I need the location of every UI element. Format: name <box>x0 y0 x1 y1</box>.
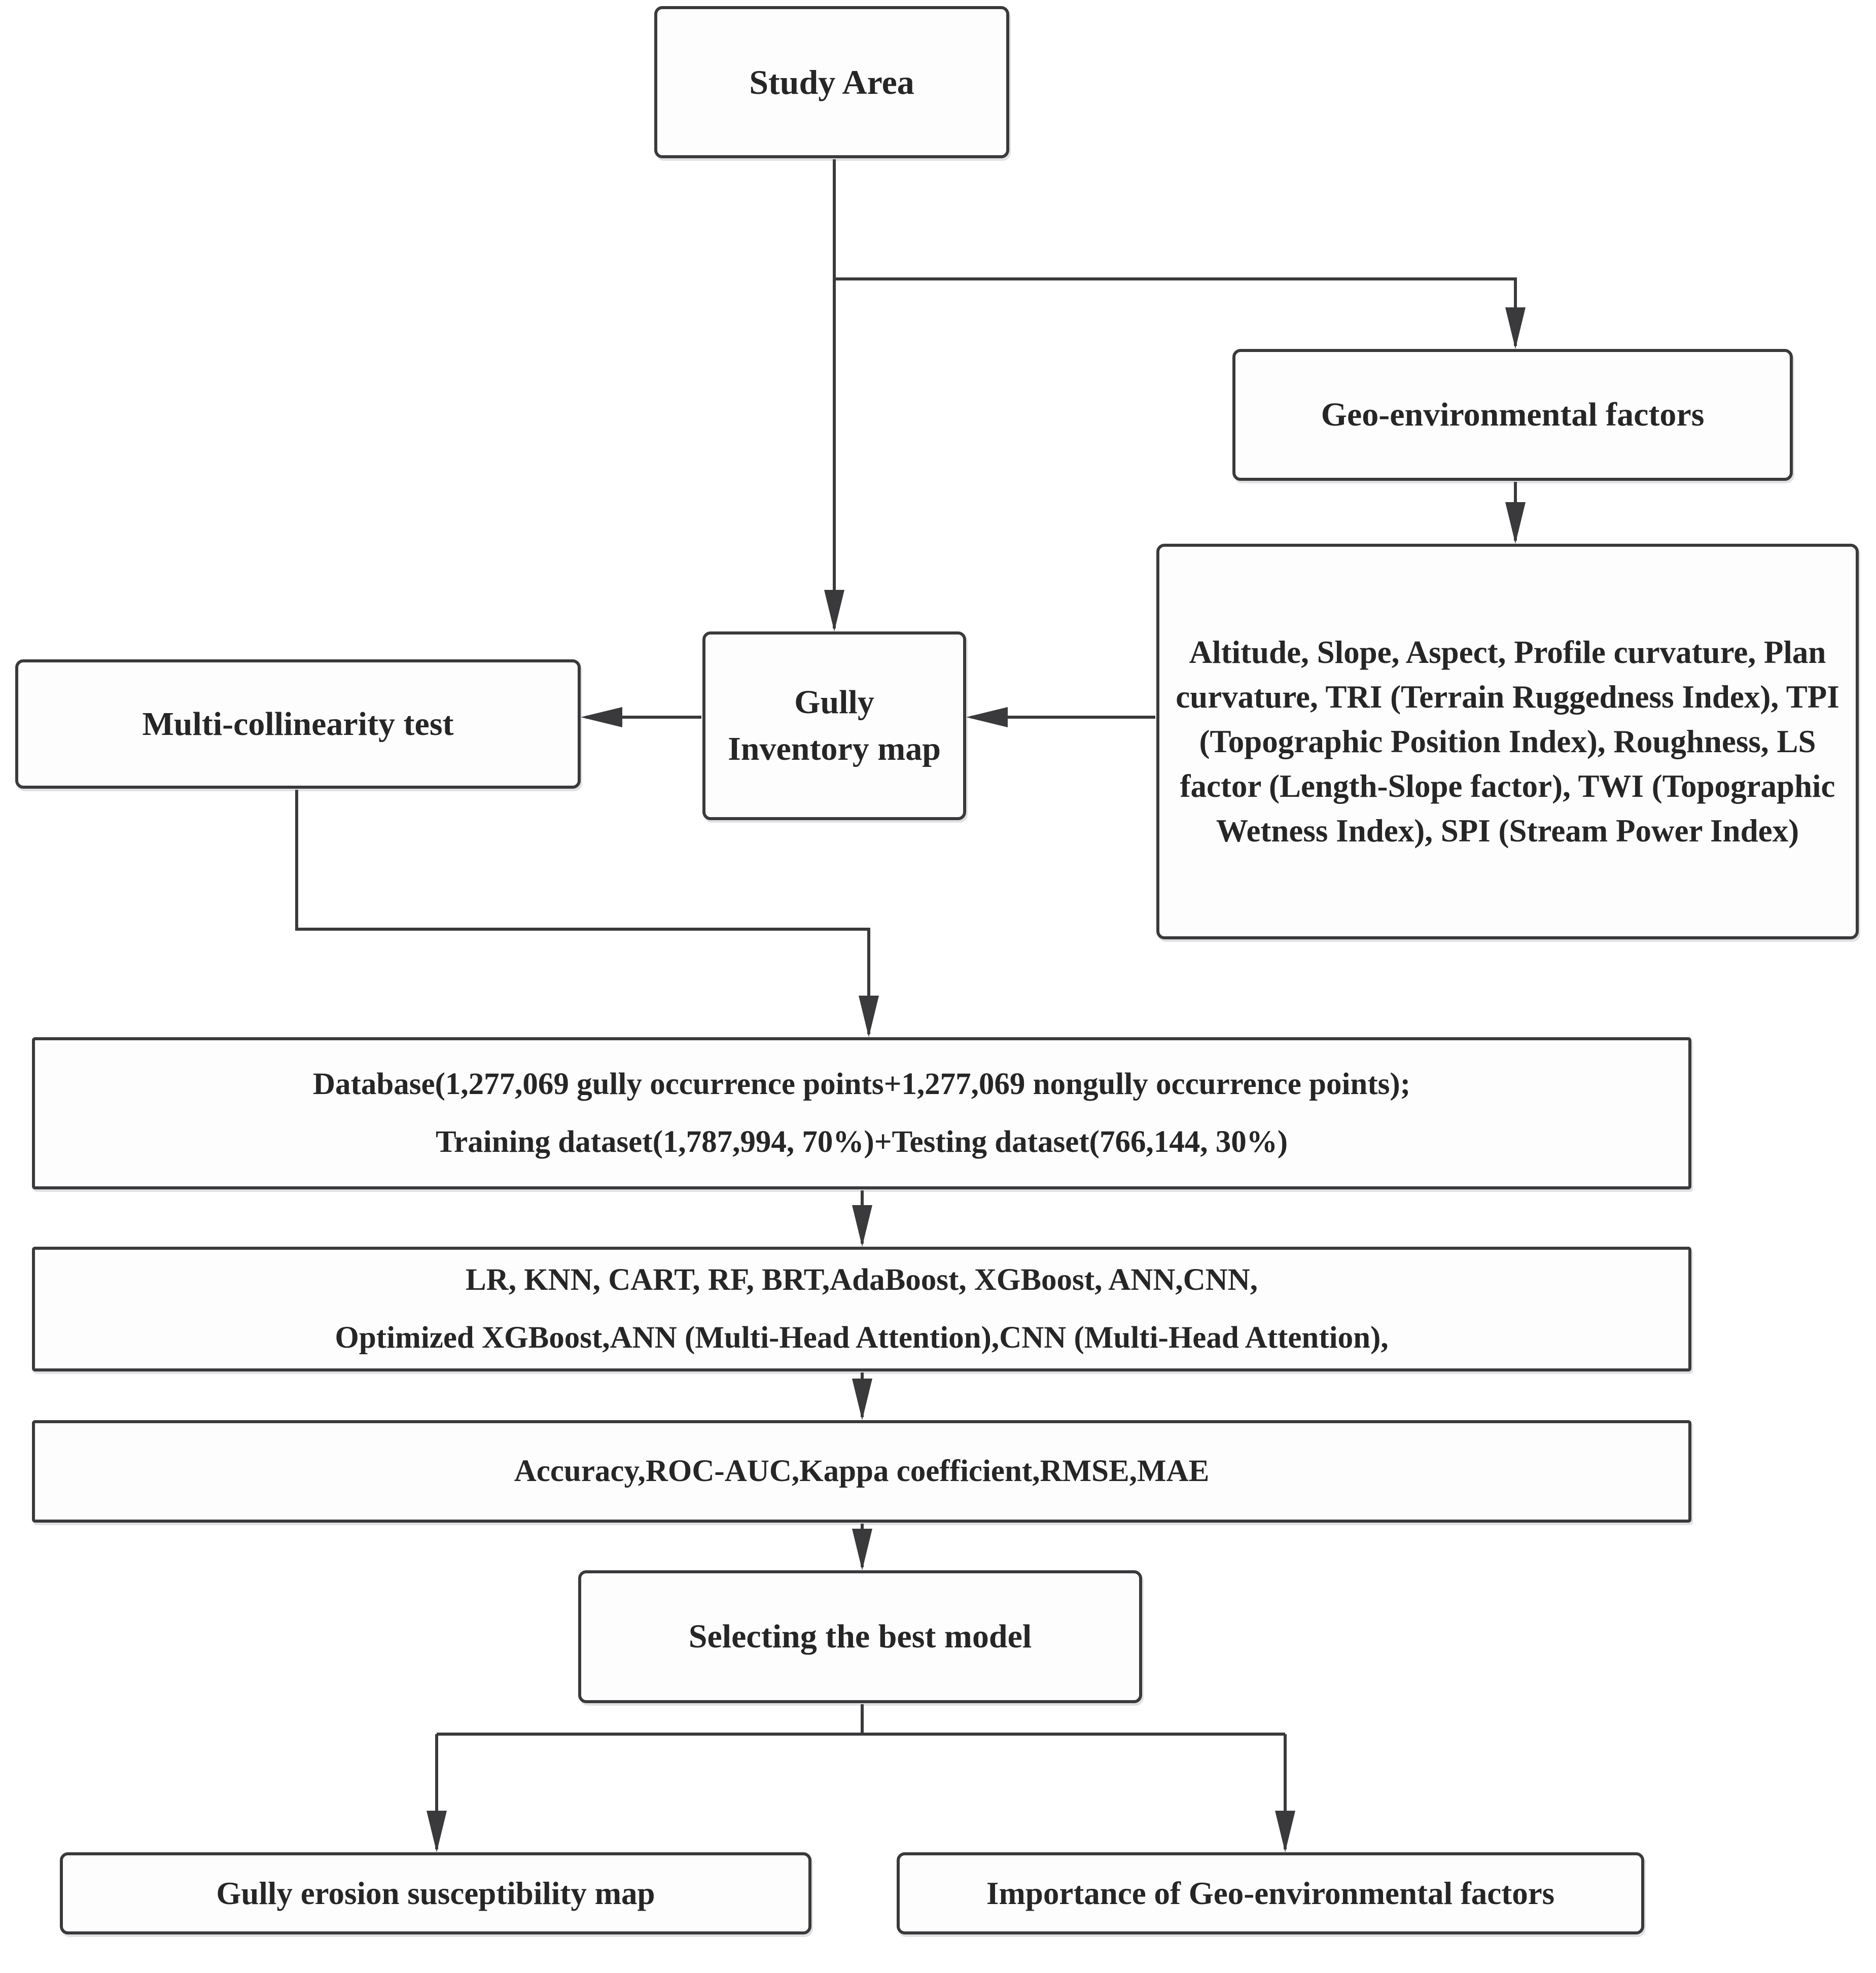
arrowhead-gully <box>824 590 844 631</box>
node-gully-inventory-map: Gully Inventory map <box>702 631 966 820</box>
node-factor-list: Altitude, Slope, Aspect, Profile curvatu… <box>1156 544 1859 939</box>
arrowhead-gully-left <box>966 707 1008 727</box>
node-multi-collinearity-label: Multi-collinearity test <box>142 705 454 743</box>
arrowhead-models <box>852 1205 872 1247</box>
node-database: Database(1,277,069 gully occurrence poin… <box>32 1037 1691 1189</box>
edge-study-to-geoenv <box>833 277 1517 346</box>
node-selecting-best-model: Selecting the best model <box>578 1570 1142 1703</box>
arrowhead-importance <box>1275 1811 1295 1852</box>
node-model-list-line2: Optimized XGBoost,ANN (Multi-Head Attent… <box>335 1321 1389 1355</box>
node-model-list-line1: LR, KNN, CART, RF, BRT,AdaBoost, XGBoost… <box>465 1263 1258 1297</box>
node-selecting-best-model-label: Selecting the best model <box>688 1618 1032 1655</box>
node-database-line1: Database(1,277,069 gully occurrence poin… <box>312 1067 1411 1101</box>
arrowhead-geoenv <box>1505 307 1526 349</box>
node-evaluation-metrics: Accuracy,ROC-AUC,Kappa coefficient,RMSE,… <box>32 1420 1691 1523</box>
node-factor-list-label: Altitude, Slope, Aspect, Profile curvatu… <box>1176 635 1839 849</box>
node-model-list: LR, KNN, CART, RF, BRT,AdaBoost, XGBoost… <box>32 1247 1691 1371</box>
arrowhead-factors <box>1505 502 1526 544</box>
arrowhead-metrics <box>852 1379 872 1420</box>
edge-multi-to-database <box>295 790 870 1034</box>
node-importance-label: Importance of Geo-environmental factors <box>986 1875 1555 1911</box>
node-study-area-label: Study Area <box>749 62 914 101</box>
node-database-line2: Training dataset(1,787,994, 70%)+Testing… <box>435 1125 1288 1159</box>
arrowhead-map-output <box>427 1811 447 1852</box>
edge-selecting-split <box>435 1704 1287 1849</box>
node-geo-environmental-factors-label: Geo-environmental factors <box>1321 396 1705 433</box>
arrowhead-selecting <box>852 1529 872 1570</box>
node-evaluation-metrics-label: Accuracy,ROC-AUC,Kappa coefficient,RMSE,… <box>514 1454 1210 1488</box>
node-susceptibility-map-label: Gully erosion susceptibility map <box>216 1875 655 1911</box>
arrowhead-database <box>859 996 879 1037</box>
node-gully-inventory-line2: Inventory map <box>728 730 941 767</box>
node-gully-erosion-susceptibility-map: Gully erosion susceptibility map <box>60 1852 811 1934</box>
node-gully-inventory-line1: Gully <box>794 684 874 721</box>
node-geo-environmental-factors: Geo-environmental factors <box>1232 349 1793 481</box>
arrowhead-multi <box>581 707 622 727</box>
node-multi-collinearity-test: Multi-collinearity test <box>15 659 581 789</box>
node-importance-of-geo-environmental-factors: Importance of Geo-environmental factors <box>897 1852 1644 1934</box>
node-study-area: Study Area <box>654 6 1009 158</box>
